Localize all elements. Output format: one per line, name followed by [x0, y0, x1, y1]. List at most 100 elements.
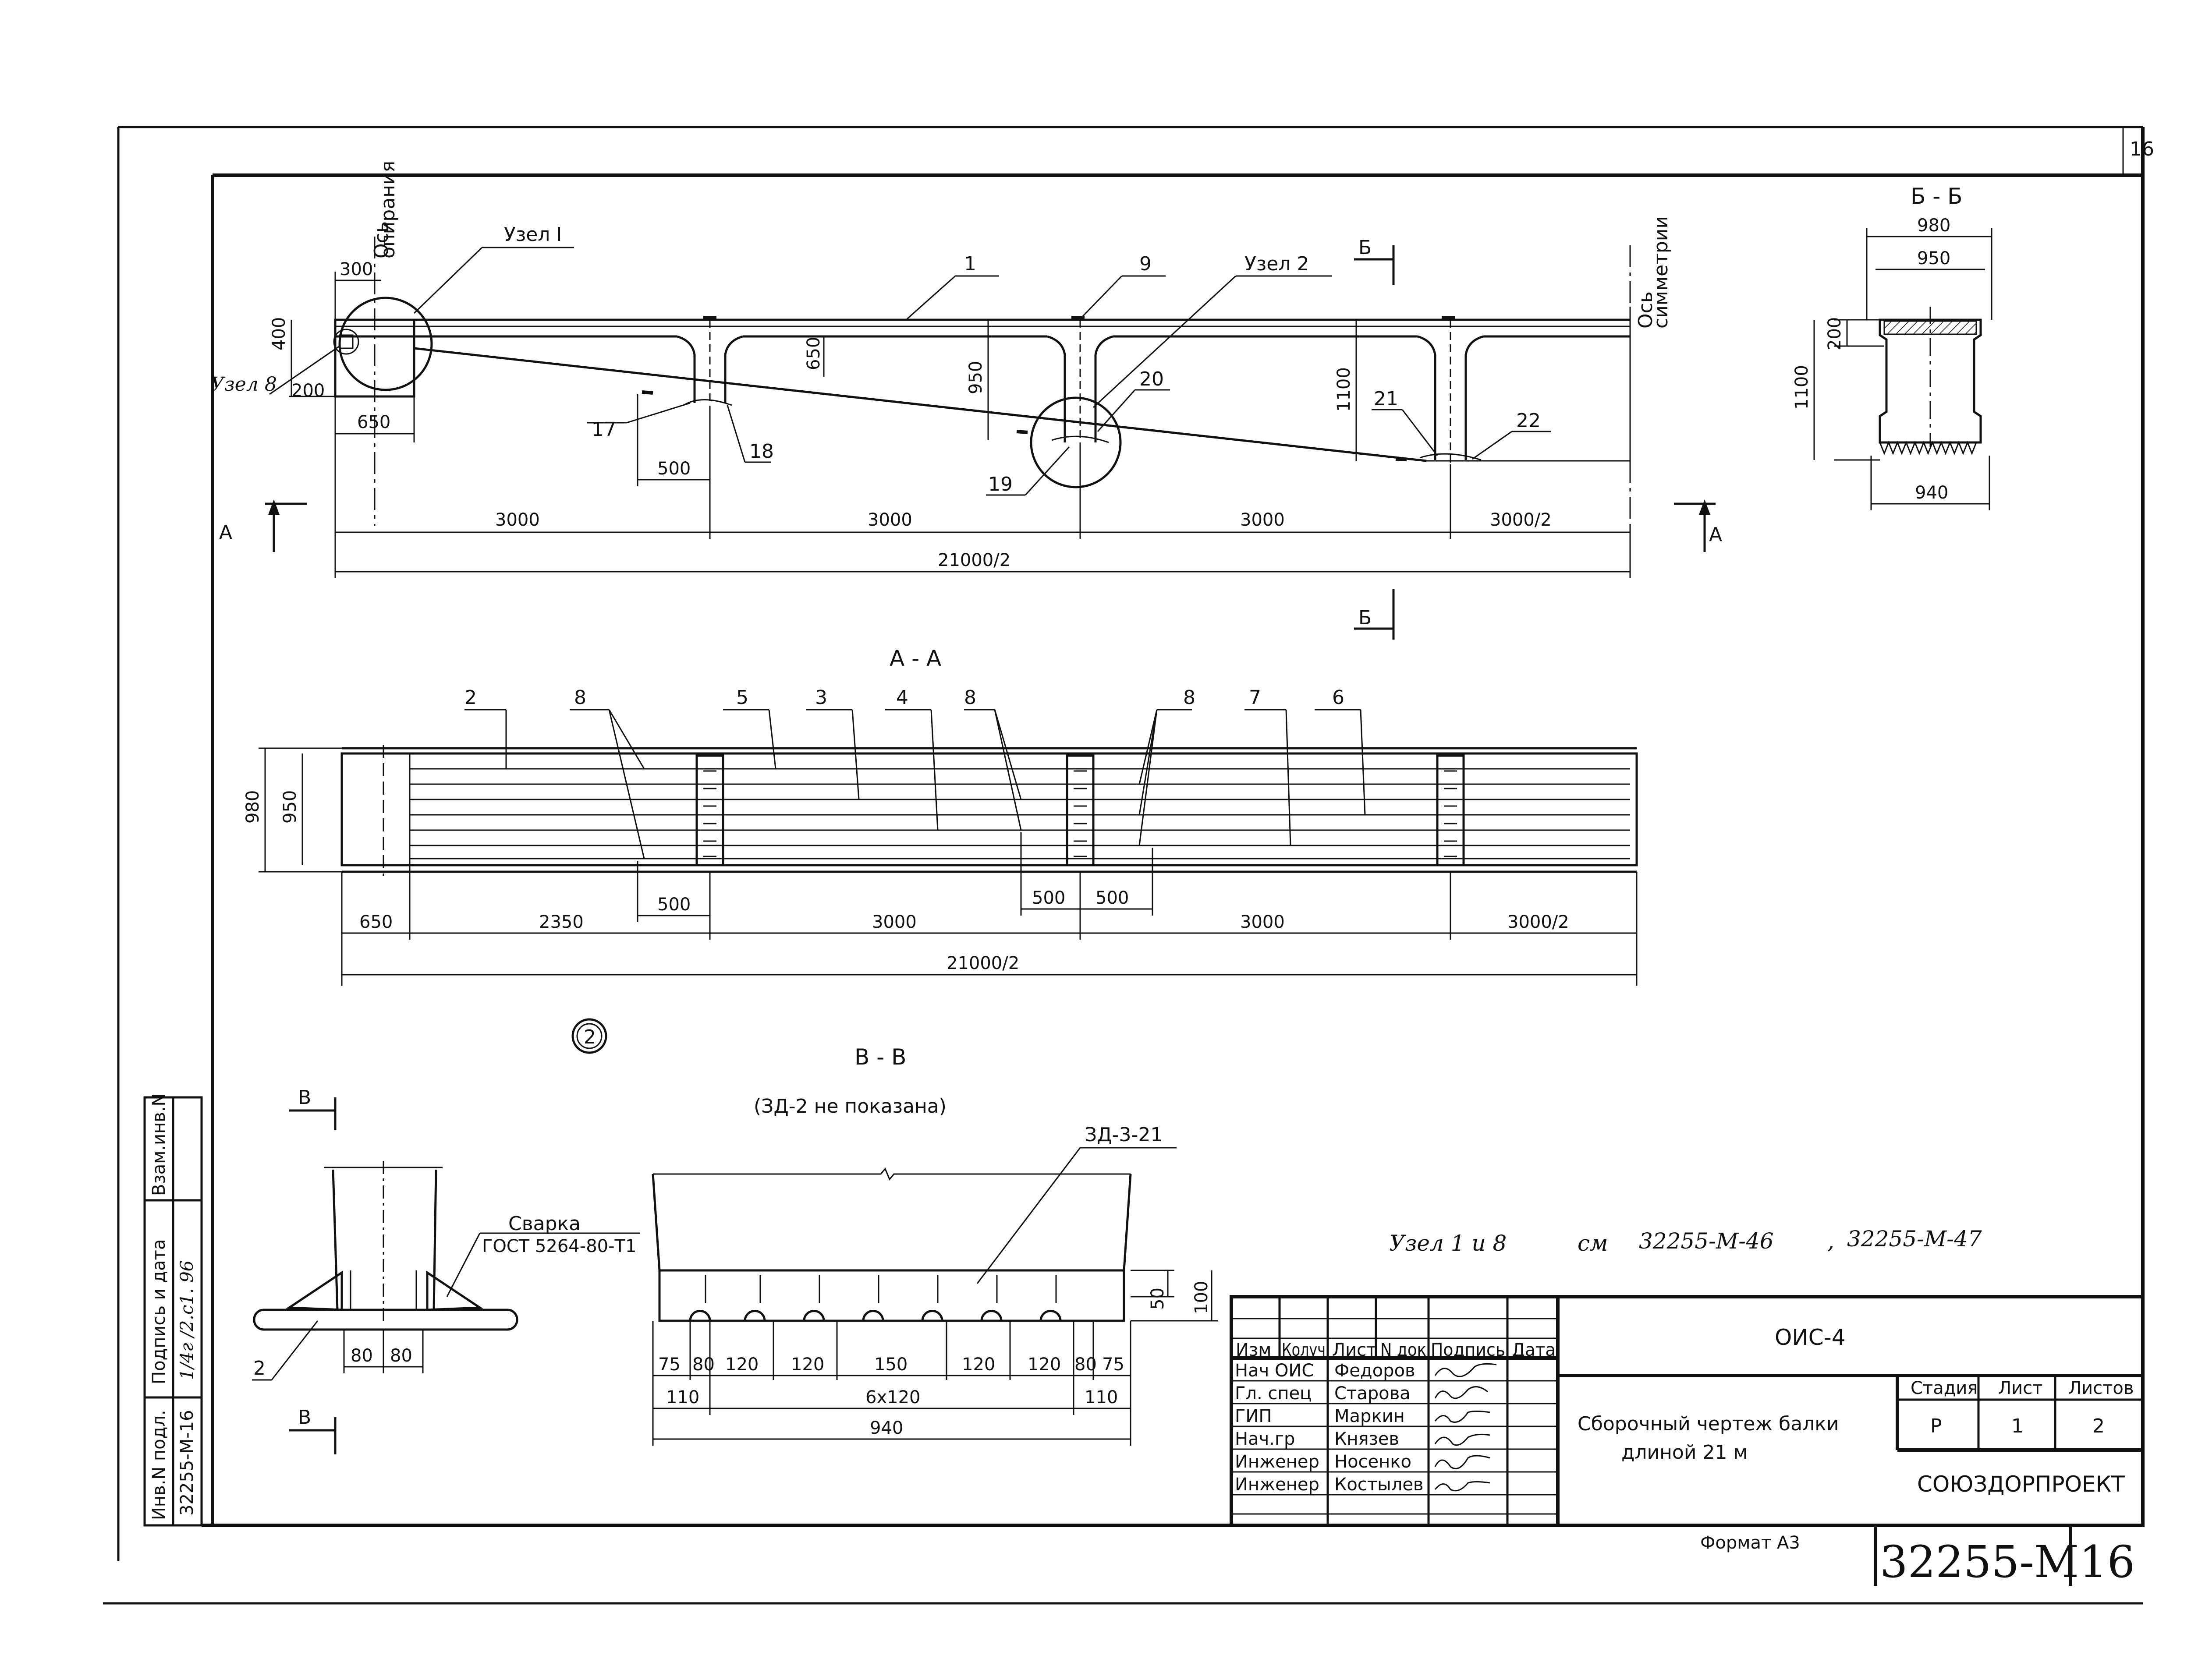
dim-bay-3: 3000	[1240, 510, 1285, 530]
section-bb: Б - Б 980 950 200 1100 940	[1792, 184, 1992, 510]
tb-role: Инженер	[1235, 1475, 1319, 1495]
tb-header: Дата	[1512, 1340, 1556, 1360]
tb-description: Сборочный чертеж балки	[1578, 1413, 1839, 1435]
aa-dim-3000a: 3000	[872, 912, 917, 932]
tb-role: Нач.гр	[1235, 1429, 1295, 1449]
aa-dim-3000b: 3000	[1240, 912, 1285, 932]
tb-name: Костылев	[1334, 1475, 1424, 1495]
tb-name: Старова	[1334, 1383, 1411, 1404]
node-note-part: ,	[1827, 1228, 1834, 1254]
tb-doc-number: 32255-М	[1880, 1536, 2079, 1588]
sheet-corner-number: 16	[2130, 138, 2154, 160]
aa-dim-500a: 500	[657, 895, 691, 915]
node-note-part: Узел 1 и 8	[1389, 1231, 1507, 1256]
side-stamp-inv: 32255-М-16	[177, 1410, 197, 1516]
mark-20: 20	[1139, 368, 1164, 390]
vv-dim-110b: 110	[1085, 1387, 1118, 1408]
section-letter-b: Б	[1358, 237, 1372, 259]
dim-400: 400	[269, 317, 289, 350]
mark-22: 22	[1516, 410, 1541, 432]
tb-header: Лист	[1332, 1340, 1376, 1360]
tb-name: Князев	[1334, 1429, 1399, 1449]
vv-dim-row1: 80	[1074, 1355, 1097, 1375]
aa-mark-3: 3	[815, 686, 827, 709]
node8-label: Узел 8	[210, 373, 277, 396]
vv-dim-6x120: 6x120	[865, 1387, 920, 1408]
elevation-dimensions: 300 400 200 650 650 950 1100 500 3000 30…	[269, 259, 1631, 578]
axis-support-label: Ось	[370, 221, 393, 258]
aa-dim-950: 950	[280, 790, 300, 824]
vv-dim-940: 940	[870, 1418, 903, 1438]
vv-dim-50: 50	[1148, 1287, 1168, 1310]
vv-dim-row1: 120	[725, 1355, 759, 1375]
section-aa-title: А - А	[890, 646, 941, 671]
bb-dim-980: 980	[1917, 216, 1950, 236]
vv-dim-100: 100	[1191, 1281, 1212, 1314]
vv-part: ЗД-3-21	[1085, 1124, 1163, 1146]
dim-1100: 1100	[1334, 367, 1354, 412]
tb-stage-value: 2	[2092, 1415, 2105, 1437]
aa-dim-total: 21000/2	[947, 953, 1019, 973]
node-note-part: 32255-М-47	[1847, 1226, 1982, 1252]
section-vv-title: В - В	[854, 1044, 906, 1070]
tb-name: Маркин	[1334, 1406, 1405, 1426]
dim-500-elev: 500	[657, 459, 691, 479]
aa-dim-3000h: 3000/2	[1507, 912, 1569, 932]
section-vv: В - В (ЗД-2 не показана) В В 80 80 2 Сва…	[252, 1044, 1218, 1454]
vv-dim-row1: 80	[692, 1355, 715, 1375]
aa-dim-980: 980	[243, 790, 263, 824]
aa-mark-8a: 8	[574, 686, 586, 709]
aa-mark-5: 5	[736, 686, 748, 709]
dim-total-elev: 21000/2	[938, 550, 1010, 570]
dim-bay-2: 3000	[868, 510, 912, 530]
tb-stage-header: Стадия	[1911, 1378, 1978, 1398]
aa-dim-500b: 500	[1032, 888, 1065, 908]
tb-header: Подпись	[1431, 1340, 1505, 1360]
vv-letter: В	[298, 1406, 311, 1429]
mark-17: 17	[592, 418, 616, 441]
node-note-part: см	[1578, 1231, 1608, 1256]
vv-weld-std: ГОСТ 5264-80-Т1	[482, 1236, 636, 1256]
vv-dim-row1: 120	[962, 1355, 995, 1375]
tb-role: Нач ОИС	[1235, 1361, 1314, 1381]
tb-stage-header: Лист	[1998, 1378, 2042, 1398]
bb-dim-1100: 1100	[1792, 365, 1812, 410]
circle-mark: 2	[584, 1026, 596, 1048]
tb-code: ОИС-4	[1775, 1325, 1846, 1350]
mark-9: 9	[1139, 253, 1152, 275]
side-stamp-signature: 1/4г /2.с1. 96	[177, 1260, 197, 1380]
section-letter-a: А	[1709, 523, 1722, 546]
vv-letter: В	[298, 1086, 311, 1109]
tb-org: СОЮЗДОРПРОЕКТ	[1917, 1471, 2125, 1497]
vv-mark-2: 2	[253, 1357, 266, 1379]
sheet-frame	[103, 126, 2145, 1605]
dim-950: 950	[966, 361, 986, 394]
tb-name: Носенко	[1334, 1452, 1411, 1472]
section-vv-note: (ЗД-2 не показана)	[754, 1095, 947, 1118]
dim-200: 200	[291, 381, 325, 401]
dim-650-web: 650	[804, 337, 824, 370]
tb-stage-value: 1	[2011, 1415, 2024, 1437]
side-stamp-label: Подпись и дата	[149, 1239, 169, 1384]
vv-dim-row1: 75	[1102, 1355, 1124, 1375]
bb-dim-200: 200	[1825, 317, 1845, 350]
node1-label: Узел I	[504, 223, 562, 246]
aa-mark-7: 7	[1249, 686, 1261, 709]
tb-header: N док	[1380, 1340, 1426, 1360]
vv-dim-110a: 110	[666, 1387, 699, 1408]
aa-mark-8b: 8	[964, 686, 976, 709]
bb-dim-940: 940	[1915, 483, 1948, 503]
mark-18: 18	[749, 440, 774, 463]
section-letter-b: Б	[1358, 607, 1372, 629]
section-markers: А А Б Б	[219, 237, 1722, 640]
aa-dim-650: 650	[359, 912, 393, 932]
tb-name: Федоров	[1334, 1361, 1415, 1381]
node-note-part: 32255-М-46	[1639, 1228, 1774, 1254]
tb-format: Формат А3	[1700, 1533, 1800, 1553]
dim-650-end: 650	[357, 412, 390, 432]
mark-19: 19	[988, 473, 1013, 495]
tb-description: длиной 21 м	[1621, 1441, 1748, 1464]
tb-stage-value: Р	[1930, 1415, 1942, 1437]
diaphragm-plan	[695, 754, 1465, 867]
